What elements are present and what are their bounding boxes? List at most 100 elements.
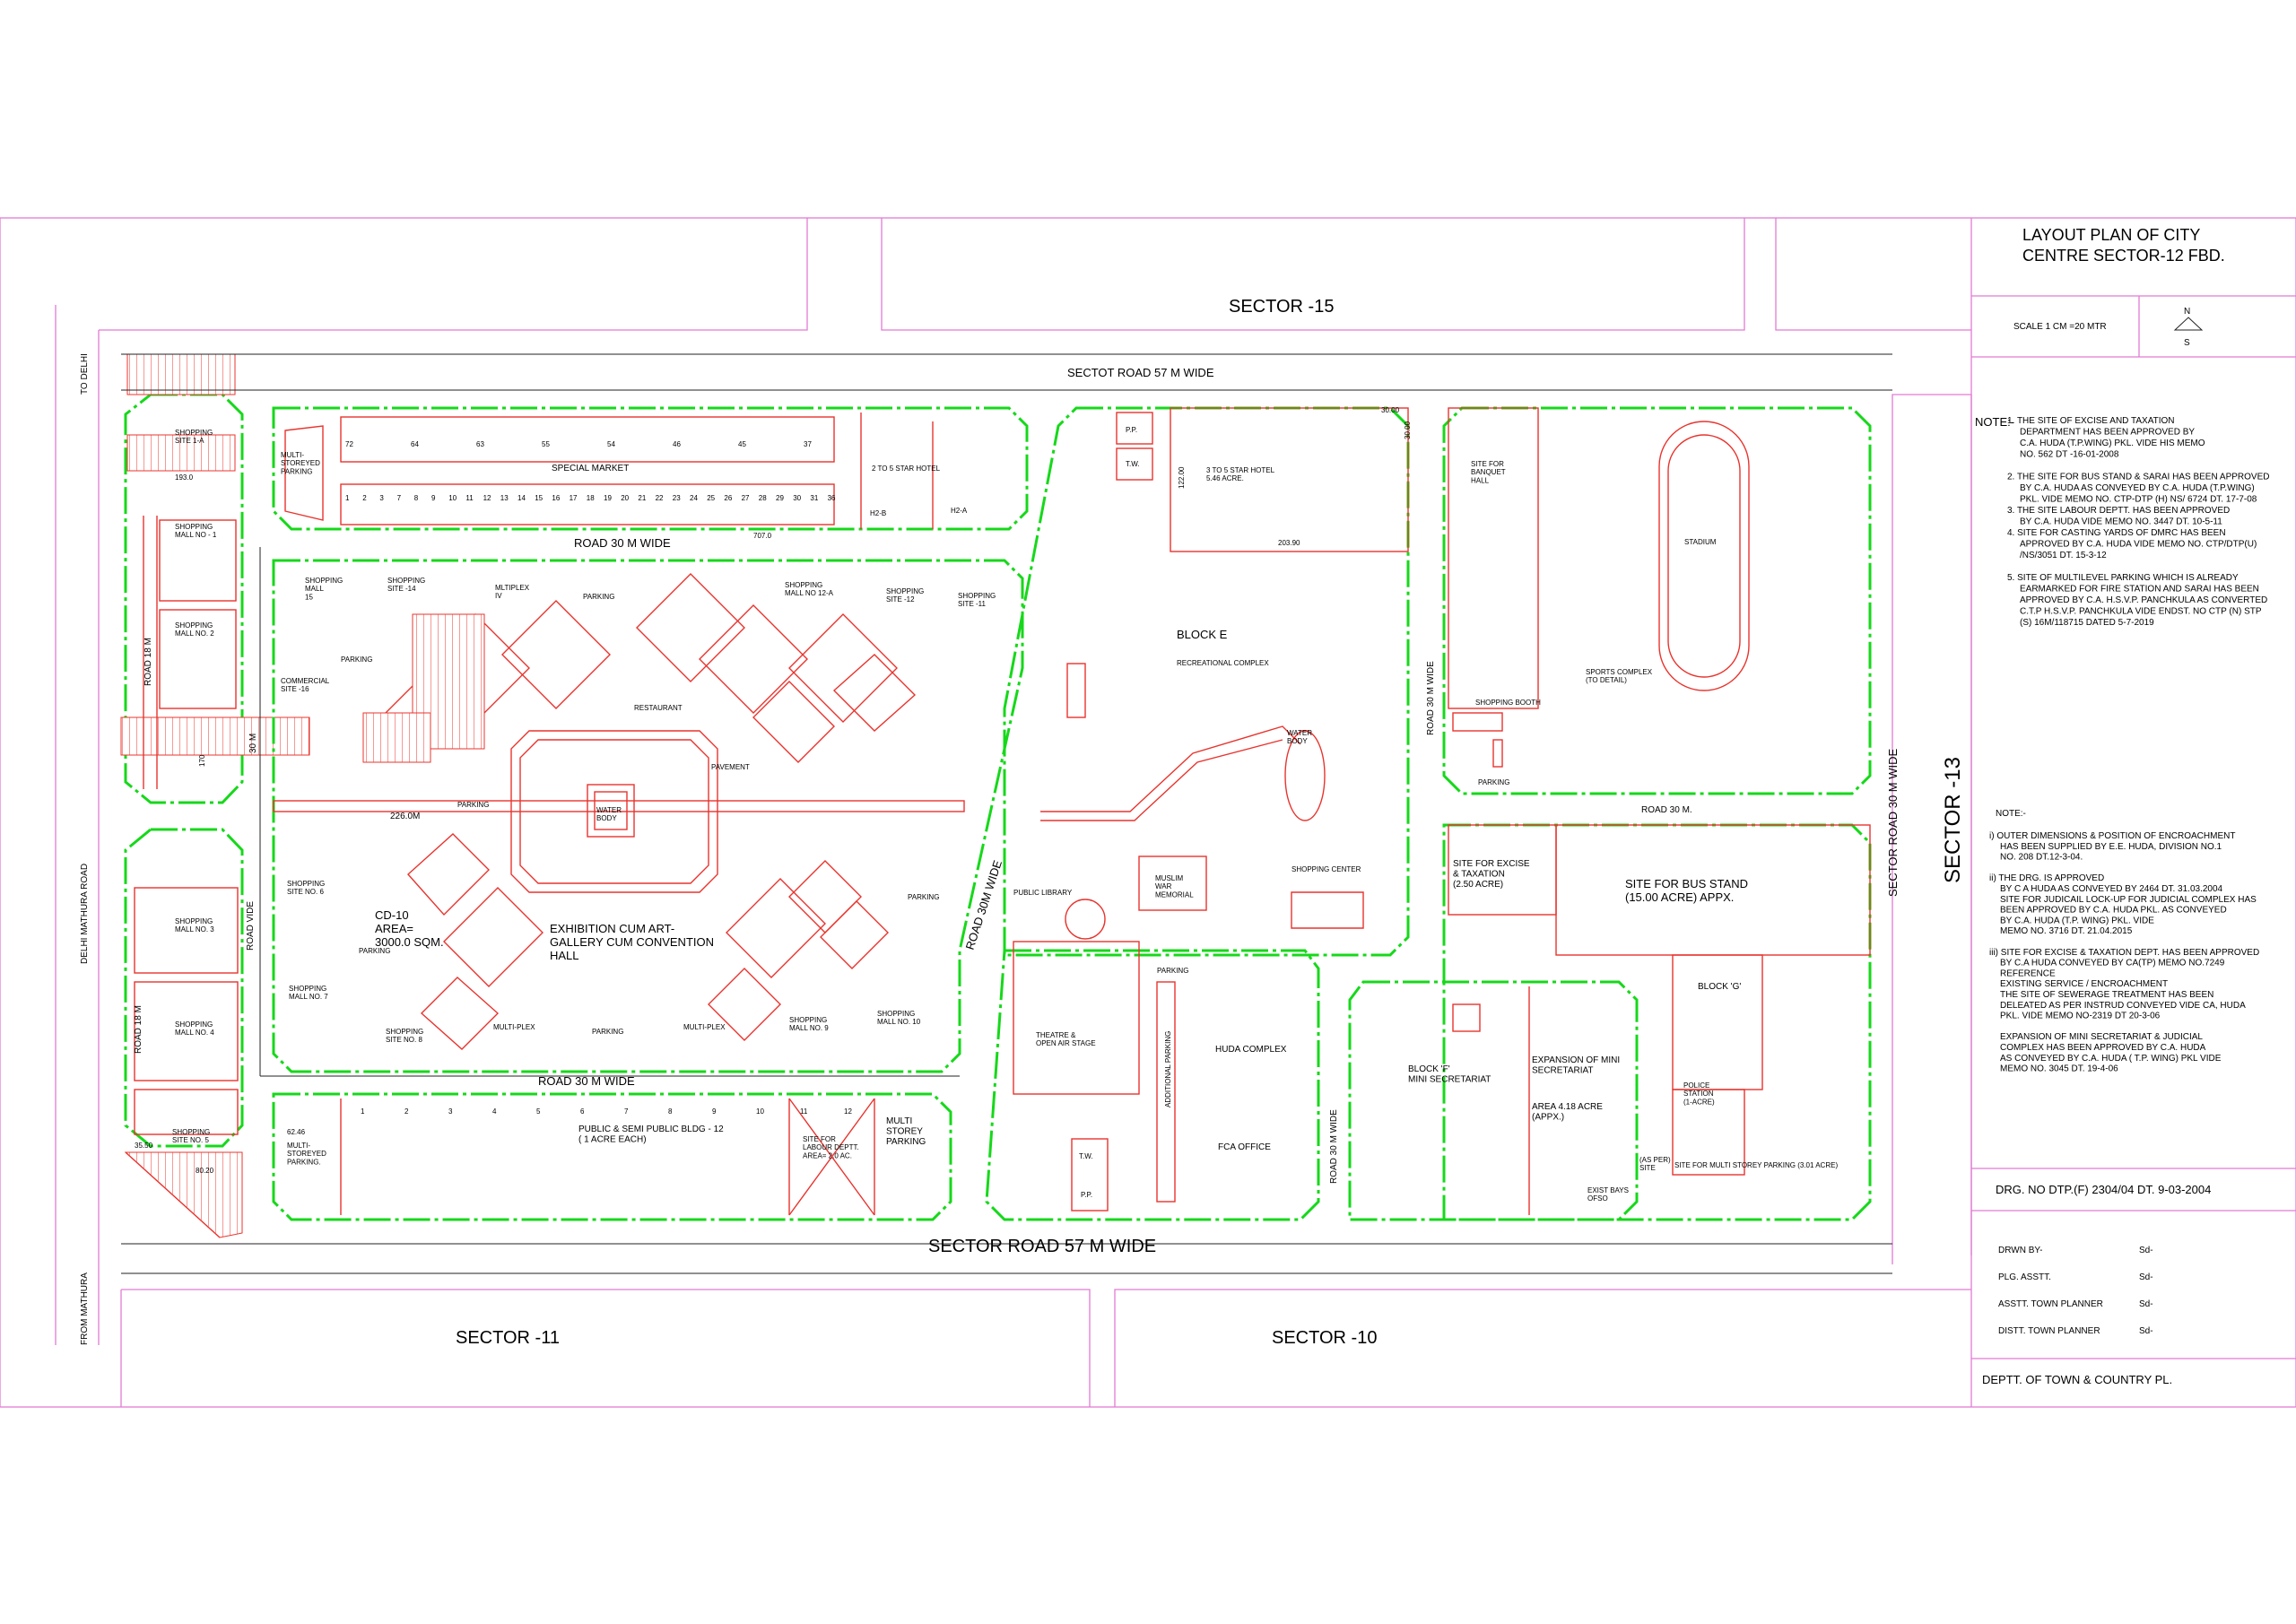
block-g-label: BLOCK 'G'	[1698, 982, 1741, 992]
road-edges	[121, 353, 1892, 1274]
special-market-label: SPECIAL MARKET	[552, 464, 629, 473]
restaurant-label: RESTAURANT	[634, 704, 683, 712]
plot-number: 8	[668, 1107, 673, 1116]
signature-role: PLG. ASSTT.	[1998, 1272, 2051, 1282]
dim-203-label: 203.90	[1278, 539, 1300, 547]
market-shop-number: 27	[742, 494, 750, 502]
sector-13-label: SECTOR -13	[1941, 757, 1965, 883]
parking-label-8: PARKING	[1478, 778, 1509, 786]
plot-number: 7	[624, 1107, 629, 1116]
road-30-bottom-label: ROAD 30 M WIDE	[538, 1074, 635, 1088]
note-line: 1. THE SITE OF EXCISE AND TAXATION	[2007, 416, 2175, 426]
department-label: DEPTT. OF TOWN & COUNTRY PL.	[1982, 1373, 2172, 1386]
market-shop-number: 18	[587, 494, 595, 502]
road-18-a-label: ROAD 18 M	[144, 638, 153, 686]
sector-10-label: SECTOR -10	[1272, 1328, 1377, 1348]
multi-plex-label-1: MULTI-PLEX	[493, 1023, 535, 1031]
dim-226-label: 226.0M	[390, 812, 420, 821]
note2-line: HAS BEEN SUPPLIED BY E.E. HUDA, DIVISION…	[2000, 842, 2222, 852]
parking-label-4: PARKING	[359, 947, 390, 955]
west-strip	[120, 353, 310, 1238]
north-road-label: SECTOT ROAD 57 M WIDE	[1067, 366, 1214, 379]
note2-line: iii) SITE FOR EXCISE & TAXATION DEPT. HA…	[1989, 948, 2259, 958]
note-line: 2. THE SITE FOR BUS STAND & SARAI HAS BE…	[2007, 473, 2269, 482]
market-shop-number: 45	[738, 440, 746, 448]
note-heading: NOTE:-	[1975, 415, 2014, 429]
dim-122-label: 122.00	[1178, 466, 1186, 489]
theatre-label: THEATRE &OPEN AIR STAGE	[1036, 1031, 1096, 1047]
main-commercial-block	[259, 547, 1024, 1077]
market-shop-number: 23	[673, 494, 681, 502]
signature-role: DRWN BY-	[1998, 1246, 2042, 1255]
frame-lines	[0, 217, 2296, 1408]
dim-30b-label: 30.00	[1404, 421, 1412, 439]
road-30-top-label: ROAD 30 M WIDE	[574, 536, 671, 550]
road-30-blocke-label: ROAD 30 M WIDE	[1426, 661, 1436, 735]
drawing-number: DRG. NO DTP.(F) 2304/04 DT. 9-03-2004	[1996, 1183, 2211, 1196]
signature-value: Sd-	[2139, 1246, 2153, 1255]
market-shop-number: 28	[759, 494, 767, 502]
note2-line: REFERENCE	[2000, 968, 2056, 978]
pp-label-1: P.P.	[1126, 426, 1137, 434]
north-arrow-s: S	[2184, 338, 2190, 348]
note-line: PKL. VIDE MEMO NO. CTP-DTP (H) NS/ 6724 …	[2020, 495, 2257, 505]
note-line: EARMARKED FOR FIRE STATION AND SARAI HAS…	[2020, 585, 2259, 595]
note-line: APPROVED BY C.A. HUDA VIDE MEMO NO. CTP/…	[2020, 540, 2257, 550]
recreational-label: RECREATIONAL COMPLEX	[1177, 659, 1269, 667]
pp-label-2: P.P.	[1081, 1191, 1092, 1199]
signature-value: Sd-	[2139, 1299, 2153, 1309]
dim-8020-label: 80.20	[196, 1167, 214, 1175]
market-shop-number: 15	[535, 494, 543, 502]
title-line-1: LAYOUT PLAN OF CITY	[2022, 226, 2200, 244]
shopping-center-label: SHOPPING CENTER	[1292, 865, 1361, 873]
notes-list: 1. THE SITE OF EXCISE AND TAXATION DEPART…	[2007, 416, 2269, 628]
site-excise-label: SITE FOR EXCISE& TAXATION(2.50 ACRE)	[1453, 859, 1530, 890]
note-line: DEPARTMENT HAS BEEN APPROVED BY	[2020, 428, 2195, 438]
additional-parking-label: ADDITIONAL PARKING	[1164, 1031, 1172, 1107]
market-shop-number: 8	[414, 494, 419, 502]
market-shop-number: 55	[542, 440, 550, 448]
site-bus-stand-label: SITE FOR BUS STAND(15.00 ACRE) APPX.	[1625, 877, 1748, 904]
site-multi-storey-label: SITE FOR MULTI STOREY PARKING (3.01 ACRE…	[1674, 1161, 1838, 1169]
multi-plex-label-2: MULTI-PLEX	[683, 1023, 726, 1031]
dim-170-label: 170	[198, 754, 206, 767]
note2-line: AS CONVEYED BY C.A. HUDA ( T.P. WING) PK…	[2000, 1054, 2222, 1064]
h2b-label: H2-B	[870, 509, 886, 517]
parking-label-7: PARKING	[1157, 967, 1188, 975]
market-shop-number: 72	[345, 440, 353, 448]
block-f-label: BLOCK 'F'MINI SECRETARIAT	[1408, 1064, 1491, 1085]
note2-line: BY C.A HUDA CONVEYED BY CA(TP) MEMO NO.7…	[2000, 959, 2225, 968]
delhi-mathura-label: DELHI MATHURA ROAD	[80, 864, 90, 964]
block-e-label: BLOCK E	[1177, 628, 1228, 641]
parking-label-2: PARKING	[341, 656, 372, 664]
note2-line: MEMO NO. 3716 DT. 21.04.2015	[2000, 926, 2133, 936]
signature-value: Sd-	[2139, 1272, 2153, 1282]
note2-line: ii) THE DRG. IS APPROVED	[1989, 873, 2104, 883]
block-e	[985, 406, 1410, 1221]
fca-office-label: FCA OFFICE	[1218, 1142, 1271, 1152]
note-line: C.A. HUDA (T.P.WING) PKL. VIDE HIS MEMO	[2020, 439, 2205, 448]
note2-line: SITE FOR JUDICAIL LOCK-UP FOR JUDICIAL C…	[2000, 895, 2257, 905]
